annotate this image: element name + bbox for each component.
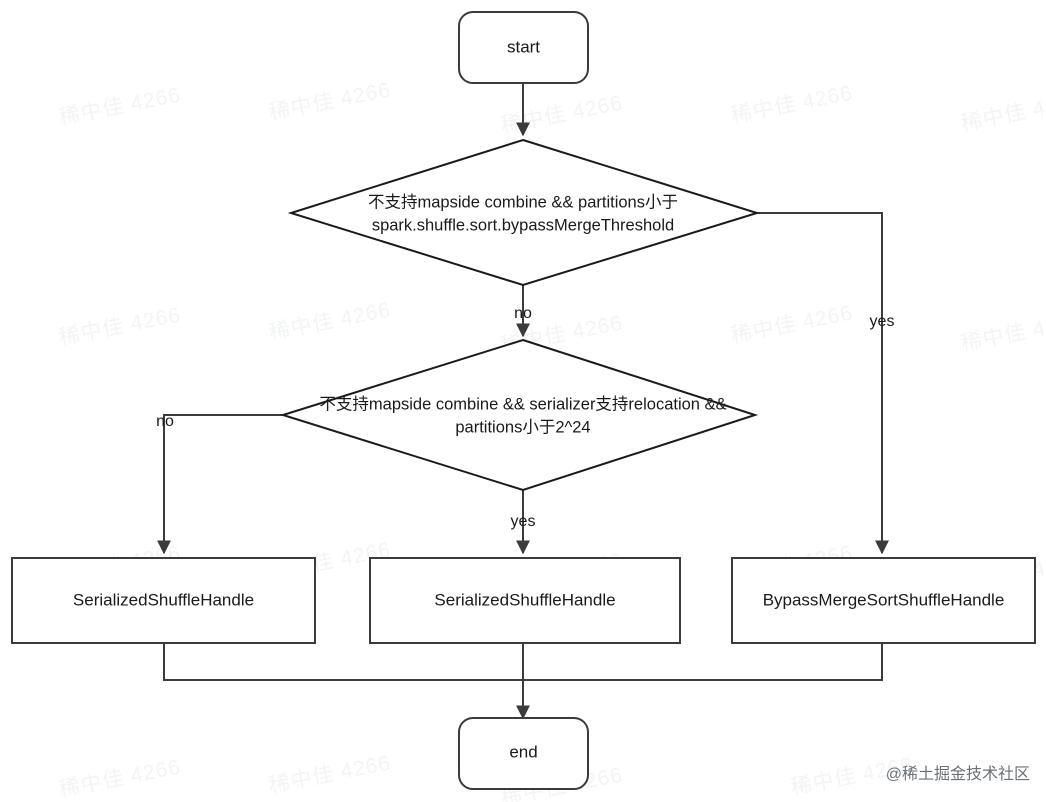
node-decision-serialized-condition[interactable]: 不支持mapside combine && serializer支持reloca… — [279, 338, 759, 492]
node-decision-bypass-condition[interactable]: 不支持mapside combine && partitions小于 spark… — [287, 138, 761, 287]
result-left-shape — [11, 557, 316, 644]
decision1-label-line2: spark.shuffle.sort.bypassMergeThreshold — [372, 216, 674, 234]
node-result-center[interactable]: SerializedShuffleHandle — [369, 557, 681, 644]
result-right-shape — [731, 557, 1036, 644]
source-credit: @稀土掘金技术社区 — [885, 766, 1030, 783]
result-center-shape — [369, 557, 681, 644]
edge-decision1-yes-to-bypass-box — [757, 212, 889, 555]
start-shape — [458, 11, 589, 84]
edge-left-box-to-end-join — [163, 643, 523, 681]
decision2-label-line1: 不支持mapside combine && serializer支持reloca… — [319, 394, 726, 413]
edge-label-decision1-no: no — [514, 305, 532, 322]
edge-label-decision2-no: no — [156, 413, 174, 430]
edge-decision2-no-to-left-box — [157, 414, 283, 555]
decision1-label-line1: 不支持mapside combine && partitions小于 — [368, 192, 678, 211]
edge-label-decision1-yes: yes — [870, 313, 895, 330]
decision1-shape — [287, 138, 761, 287]
decision2-shape — [279, 338, 759, 492]
end-label: end — [509, 742, 537, 761]
node-start[interactable]: start — [458, 11, 589, 84]
result-right-label: BypassMergeSortShuffleHandle — [763, 590, 1005, 609]
edge-right-box-to-end-join — [523, 643, 883, 681]
node-end[interactable]: end — [458, 717, 589, 790]
end-shape — [458, 717, 589, 790]
start-label: start — [507, 37, 540, 56]
result-center-label: SerializedShuffleHandle — [434, 590, 615, 609]
edge-label-decision2-yes: yes — [511, 513, 536, 530]
node-result-right[interactable]: BypassMergeSortShuffleHandle — [731, 557, 1036, 644]
node-result-left[interactable]: SerializedShuffleHandle — [11, 557, 316, 644]
decision2-label-line2: partitions小于2^24 — [455, 417, 590, 436]
result-left-label: SerializedShuffleHandle — [73, 590, 254, 609]
